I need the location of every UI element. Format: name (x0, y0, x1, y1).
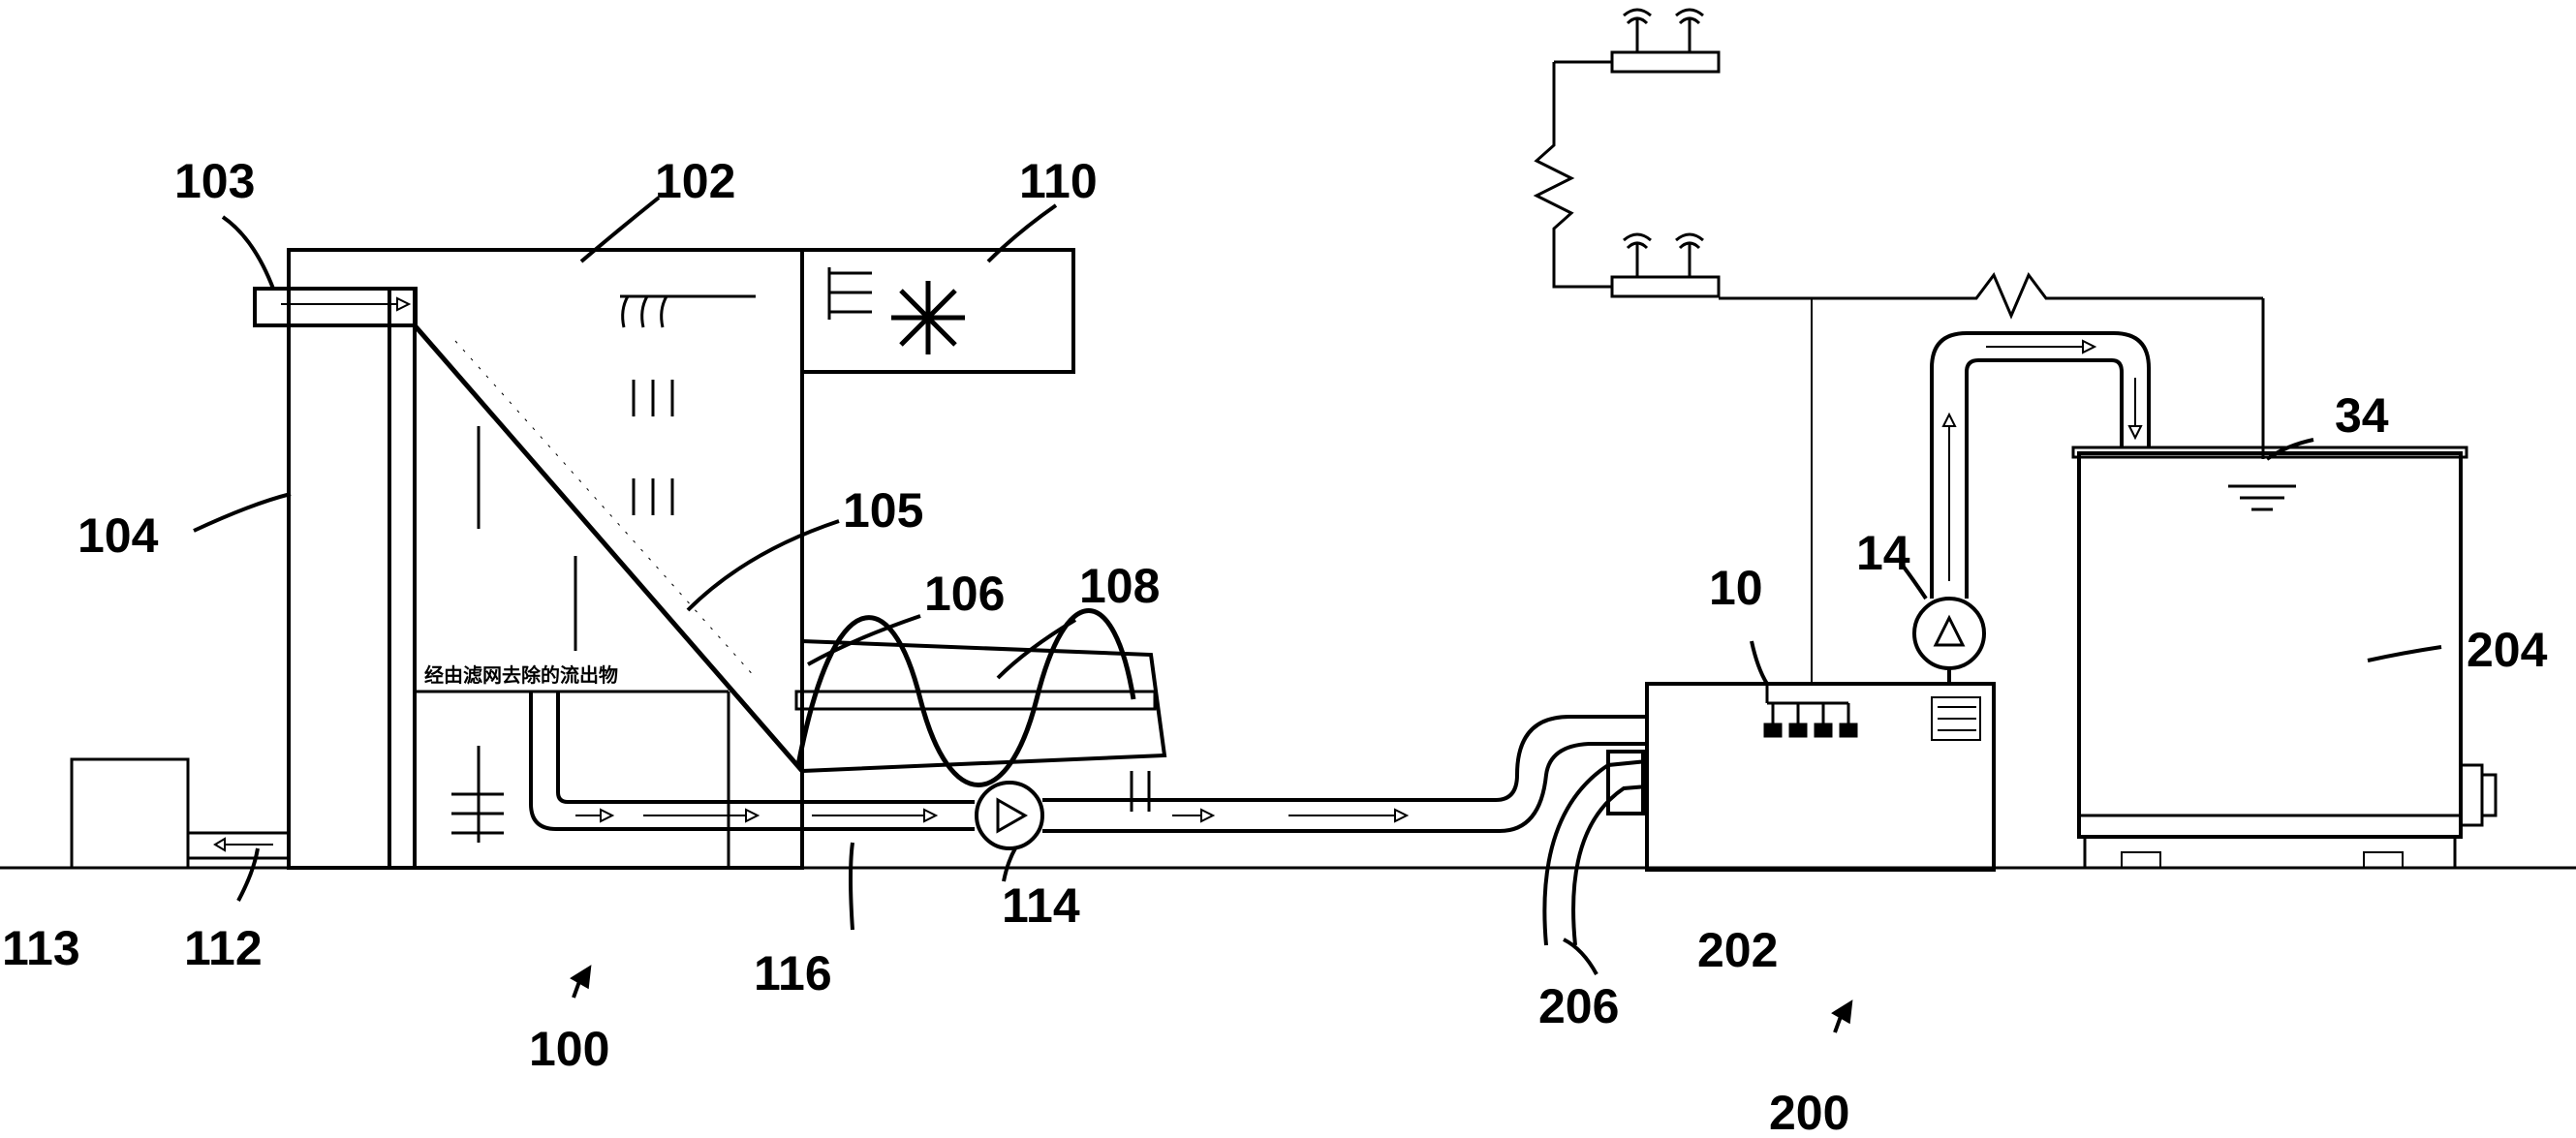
annotation-effluent: 经由滤网去除的流出物 (424, 663, 618, 687)
pipe-flow-arrows-3 (1941, 339, 2143, 581)
separator-202 (1645, 682, 1996, 872)
leader-114 (1002, 847, 1017, 882)
pipe-to-204 (1930, 331, 2151, 599)
pump-14-icon (1933, 614, 1966, 647)
antenna-icons (1623, 8, 1704, 277)
fan-airflow-arrows (827, 267, 872, 320)
system-200 (1533, 8, 2498, 946)
label-206: 206 (1538, 979, 1619, 1033)
pipe-to-202-lower (1042, 742, 1647, 833)
label-14: 14 (1856, 526, 1910, 580)
leader-102 (579, 196, 661, 263)
leader-116 (849, 842, 854, 931)
label-105: 105 (843, 483, 923, 538)
label-102: 102 (655, 154, 735, 208)
label-114: 114 (1002, 878, 1080, 933)
label-204: 204 (2467, 623, 2548, 677)
screen-105 (413, 323, 804, 773)
leader-204 (2367, 645, 2442, 662)
inlet-103 (253, 287, 418, 327)
screen-shading (454, 340, 757, 679)
leader-108 (996, 618, 1077, 680)
auger-trough-108 (800, 638, 1167, 774)
pointer-arrows (570, 965, 1853, 1033)
leader-lines (193, 196, 2442, 975)
hose-coupling (1606, 750, 1645, 815)
pipe-flow-arrows (575, 808, 939, 823)
control-network (1533, 50, 2263, 320)
tank-204-outlet (2459, 763, 2484, 827)
leader-104 (193, 492, 292, 533)
label-113: 113 (2, 921, 80, 975)
leader-34 (2265, 438, 2314, 461)
hose-206 (1542, 759, 1648, 946)
tank-204-foot-left (2121, 851, 2161, 869)
pump-14 (1912, 597, 1986, 670)
fan-icon (891, 281, 965, 354)
label-202: 202 (1697, 923, 1778, 977)
label-112: 112 (184, 921, 263, 975)
auger-spiral (795, 608, 1136, 787)
pump-114 (975, 781, 1044, 850)
pipe-to-202 (1042, 715, 1647, 802)
pipe-to-204-inner (1965, 358, 2124, 599)
label-108: 108 (1079, 559, 1160, 613)
label-116: 116 (754, 946, 832, 1000)
leader-103 (221, 215, 275, 290)
pump-114-icon (996, 797, 1029, 834)
leader-112 (236, 847, 260, 902)
leader-14 (1901, 564, 1928, 600)
chamber-arrows (451, 746, 504, 843)
drain-arrowhead (213, 837, 226, 852)
pipe-116-inner (556, 692, 975, 804)
label-103: 103 (174, 154, 255, 208)
auger-shaft-106 (794, 690, 1157, 711)
leader-110 (986, 203, 1058, 263)
label-100: 100 (529, 1022, 609, 1076)
label-104: 104 (78, 508, 159, 563)
level-sensor-34 (2228, 298, 2296, 511)
label-106: 106 (924, 567, 1005, 621)
sensor-10 (1763, 684, 1858, 738)
leader-105 (686, 519, 840, 612)
pipe-116 (529, 692, 975, 831)
control-module (1931, 696, 1981, 741)
inlet-arrowhead (396, 296, 412, 312)
leader-10 (1750, 640, 1769, 686)
drain-112 (186, 831, 291, 860)
pipe-flow-arrows-2 (1172, 808, 1410, 823)
leader-206 (1563, 938, 1598, 975)
tank-204-foot-right (2363, 851, 2404, 869)
tank-204-outlet-flange (2480, 773, 2498, 817)
leader-106 (807, 614, 921, 666)
column-104 (287, 287, 391, 870)
housing-102 (287, 248, 804, 870)
hose-206-inner (1571, 784, 1648, 946)
label-10: 10 (1709, 561, 1763, 615)
label-200: 200 (1769, 1086, 1849, 1133)
label-34: 34 (2335, 388, 2389, 443)
fan-box-110 (800, 248, 1075, 374)
label-110: 110 (1019, 154, 1098, 208)
tank-113 (70, 757, 190, 870)
tank-204-base (2083, 835, 2457, 870)
airflow-arrows (477, 294, 756, 651)
system-100: 经由滤网去除的流出物 (70, 248, 1647, 870)
